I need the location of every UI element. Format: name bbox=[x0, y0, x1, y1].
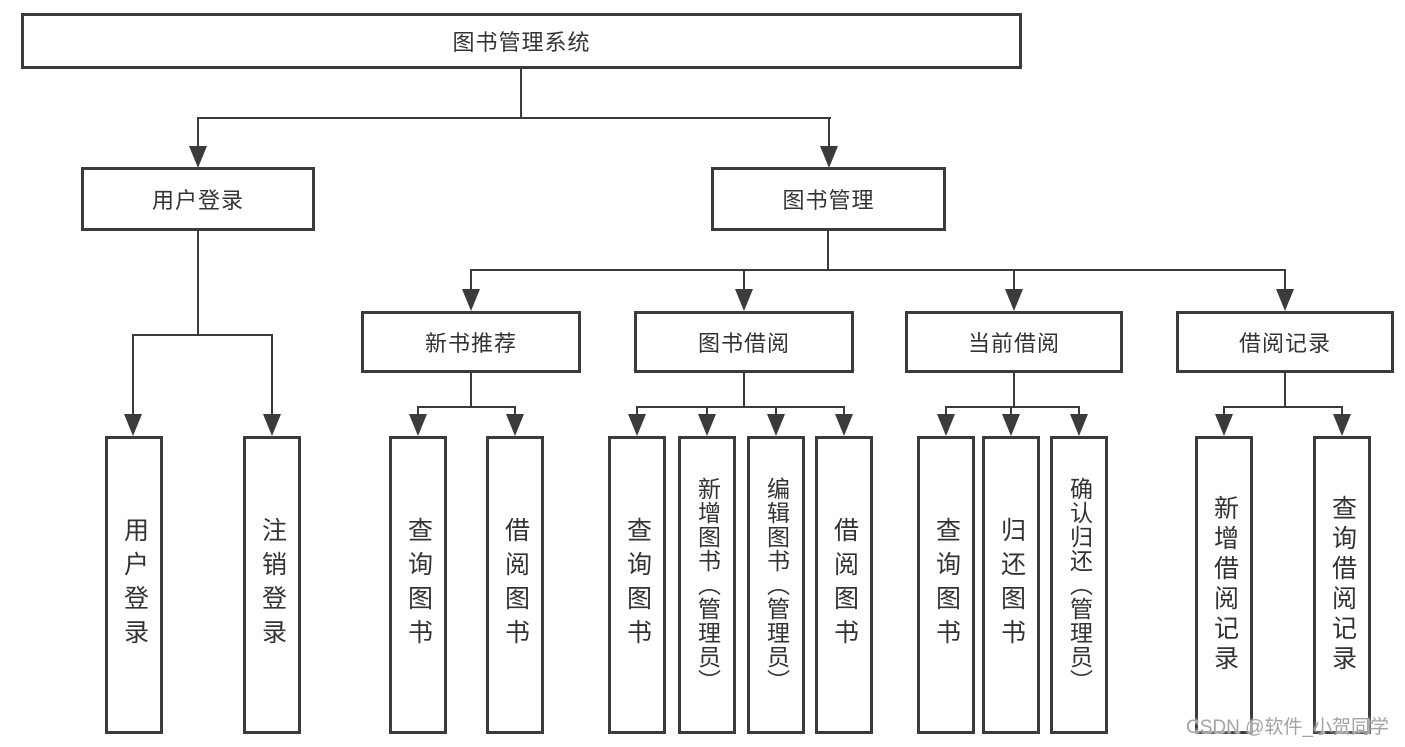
connector-arrow bbox=[1005, 270, 1023, 311]
connector-arrow bbox=[1002, 407, 1020, 436]
connector-arrow bbox=[462, 270, 480, 311]
connector-line bbox=[470, 373, 472, 407]
node-book-borrowing: 图书借阅 bbox=[634, 311, 854, 373]
connector-arrow bbox=[937, 407, 955, 436]
connector-arrow bbox=[698, 407, 716, 436]
leaf-return-books: 归还图书 bbox=[982, 436, 1040, 734]
connector-arrow bbox=[1215, 407, 1233, 436]
leaf-query-books-borrowing: 查询图书 bbox=[608, 436, 666, 734]
connector-line bbox=[417, 406, 516, 408]
connector-line bbox=[945, 406, 1080, 408]
connector-arrow bbox=[189, 118, 207, 168]
connector-arrow bbox=[1276, 270, 1294, 311]
connector-line bbox=[520, 66, 522, 119]
connector-arrow bbox=[263, 335, 281, 436]
connector-arrow bbox=[735, 270, 753, 311]
connector-arrow bbox=[124, 335, 142, 436]
leaf-query-borrow-record: 查询借阅记录 bbox=[1313, 436, 1371, 734]
node-new-book-recommend: 新书推荐 bbox=[361, 311, 581, 373]
leaf-add-book-admin: 新增图书（管理员） bbox=[678, 436, 736, 734]
leaf-edit-book-admin: 编辑图书（管理员） bbox=[747, 436, 805, 734]
leaf-query-books-recommend: 查询图书 bbox=[389, 436, 447, 734]
leaf-confirm-return-admin: 确认归还（管理员） bbox=[1050, 436, 1108, 734]
node-library-system: 图书管理系统 bbox=[21, 13, 1022, 69]
leaf-borrow-books-borrowing: 借阅图书 bbox=[815, 436, 873, 734]
connector-arrow bbox=[409, 407, 427, 436]
connector-arrow bbox=[835, 407, 853, 436]
connector-line bbox=[1223, 406, 1343, 408]
leaf-borrow-books-recommend: 借阅图书 bbox=[486, 436, 544, 734]
node-current-borrowing: 当前借阅 bbox=[905, 311, 1123, 373]
connector-arrow bbox=[820, 118, 838, 168]
node-user-login: 用户登录 bbox=[81, 167, 315, 231]
connector-line bbox=[470, 269, 1286, 271]
leaf-add-borrow-record: 新增借阅记录 bbox=[1195, 436, 1253, 734]
connector-arrow bbox=[767, 407, 785, 436]
connector-arrow bbox=[628, 407, 646, 436]
connector-arrow bbox=[1333, 407, 1351, 436]
connector-line bbox=[1284, 373, 1286, 407]
connector-line bbox=[1013, 373, 1015, 407]
leaf-user-login: 用户登录 bbox=[105, 436, 163, 734]
connector-line bbox=[827, 231, 829, 271]
node-book-management: 图书管理 bbox=[711, 167, 946, 231]
connector-arrow bbox=[506, 407, 524, 436]
node-borrowing-records: 借阅记录 bbox=[1176, 311, 1394, 373]
connector-line bbox=[636, 406, 845, 408]
connector-line bbox=[132, 334, 273, 336]
leaf-logout: 注销登录 bbox=[243, 436, 301, 734]
leaf-query-books-current: 查询图书 bbox=[917, 436, 975, 734]
connector-line bbox=[743, 373, 745, 407]
csdn-watermark: CSDN @软件_小贺同学 bbox=[1186, 717, 1389, 738]
connector-arrow bbox=[1070, 407, 1088, 436]
connector-line bbox=[197, 117, 831, 119]
connector-line bbox=[197, 231, 199, 336]
